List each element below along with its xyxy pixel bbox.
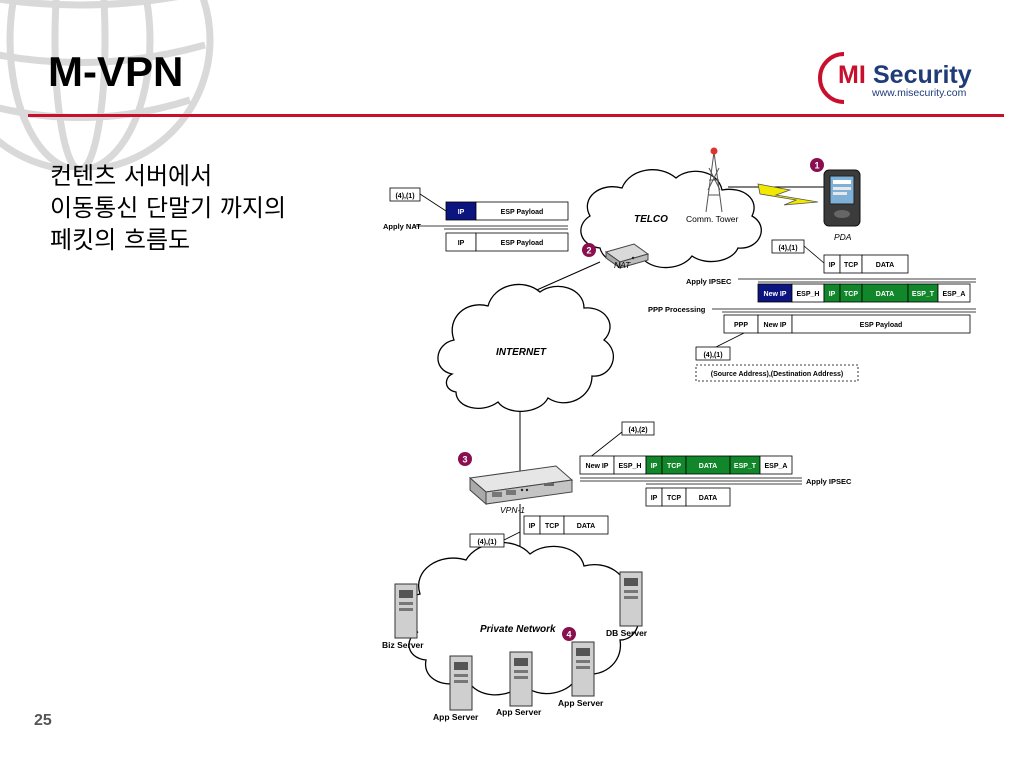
biz-server-icon	[394, 583, 418, 639]
app-server-icon	[571, 641, 595, 697]
esp-data-text: DATA	[876, 291, 894, 298]
internet-label: INTERNET	[496, 347, 547, 358]
vpn-esp-a-text: ESP_A	[765, 463, 788, 470]
logo-url: www.misecurity.com	[871, 87, 967, 99]
telco-cloud	[580, 169, 762, 269]
nat-packet-group: (4),(1) IP ESP Payload Apply NAT IP ESP …	[383, 187, 569, 252]
vpn-inner-data-text: DATA	[699, 495, 717, 502]
pda-data-text: DATA	[876, 262, 894, 269]
esp-ip-text: IP	[829, 291, 836, 298]
wireless-signal-icon	[757, 183, 819, 206]
apply-ipsec-label-bottom: Apply IPSEC	[806, 477, 852, 486]
app-server-icon	[509, 651, 533, 707]
slide-title: M-VPN	[48, 48, 184, 95]
vpn-tag-box	[621, 421, 655, 436]
step-2-label: 2	[586, 246, 591, 256]
company-logo: MI Security www.misecurity.com	[818, 50, 988, 110]
comm-tower-label: Comm. Tower	[686, 214, 738, 224]
nat-label: NAT	[614, 260, 631, 270]
comm-tower-icon	[705, 147, 723, 213]
nat-payload-cell-1	[475, 201, 569, 221]
biz-server-label: Biz Server	[382, 640, 424, 650]
nat-tag: (4),(1)	[395, 193, 414, 200]
priv-tcp-text: TCP	[545, 523, 559, 530]
title-divider	[28, 114, 1004, 117]
apply-ipsec-label-top: Apply IPSEC	[686, 277, 732, 286]
esp-newip-text: New IP	[764, 291, 787, 298]
vpn-data-text: DATA	[699, 463, 717, 470]
pda-ip-text: IP	[829, 262, 836, 269]
nat-ip-new-text: IP	[458, 209, 465, 216]
private-network-label: Private Network	[480, 624, 556, 635]
ppp-text: PPP	[734, 322, 748, 329]
app-server-label-2: App Server	[496, 707, 542, 717]
addr-note-box	[695, 364, 859, 382]
esp-h-text: ESP_H	[797, 291, 820, 298]
internet-cloud	[437, 283, 614, 413]
vpn-inner-tcp-text: TCP	[667, 495, 681, 502]
nat-router-icon	[604, 243, 650, 269]
app-server-label-1: App Server	[433, 712, 479, 722]
pda-packet-group: (4),(1) IP TCP DATA Apply IPSEC New IP E…	[648, 239, 976, 382]
slide-body-text: 컨텐츠 서버에서 이동통신 단말기 까지의 페킷의 흐름도	[50, 162, 287, 254]
step-4-label: 4	[566, 630, 571, 640]
addr-note: (Source Address),(Destination Address)	[711, 371, 844, 378]
nat-payload-text-1: ESP Payload	[501, 209, 544, 216]
pda-tcp-text: TCP	[844, 262, 858, 269]
app-server-label-3: App Server	[558, 698, 604, 708]
ppp-newip-text: New IP	[764, 322, 787, 329]
private-tag-box	[469, 533, 505, 548]
page-number: 25	[34, 712, 52, 729]
ppp-tag: (4),(1)	[703, 352, 722, 359]
esp-a-text: ESP_A	[943, 291, 966, 298]
ppp-payload-text: ESP Payload	[860, 322, 903, 329]
ppp-processing-label: PPP Processing	[648, 305, 706, 314]
logo-arc-icon	[818, 52, 845, 104]
step-3-marker: 3	[458, 452, 472, 466]
telco-label: TELCO	[634, 214, 668, 225]
apply-nat-label: Apply NAT	[383, 222, 421, 231]
vpn-gateway-icon	[468, 465, 574, 506]
nat-tag-box	[389, 187, 421, 202]
vpn-esp-t-text: ESP_T	[734, 463, 757, 470]
nat-ip-old-text: IP	[458, 240, 465, 247]
esp-t-text: ESP_T	[912, 291, 935, 298]
vpn-label: VPN-1	[500, 505, 525, 515]
vpn-packet-group: (4),(2) New IP ESP_H IP TCP DATA ESP_T E…	[579, 421, 852, 507]
vpn-newip-text: New IP	[586, 463, 609, 470]
esp-tcp-text: TCP	[844, 291, 858, 298]
step-1-marker: 1	[810, 158, 824, 172]
pda-tag: (4),(1)	[778, 245, 797, 252]
pda-label: PDA	[834, 232, 852, 242]
priv-ip-text: IP	[529, 523, 536, 530]
vpn-inner-ip-text: IP	[651, 495, 658, 502]
private-tag: (4),(1)	[477, 539, 496, 546]
step-3-label: 3	[462, 455, 467, 465]
nat-payload-cell-2	[475, 232, 569, 252]
step-4-marker: 4	[562, 627, 576, 641]
ppp-tag-box	[695, 346, 731, 361]
pda-icon	[823, 169, 861, 227]
globe-decoration	[0, 0, 214, 170]
step-2-marker: 2	[582, 243, 596, 257]
logo-mi: MI	[838, 61, 866, 89]
priv-data-text: DATA	[577, 523, 595, 530]
app-server-icon	[449, 655, 473, 711]
nat-internet-link	[529, 261, 601, 294]
vpn-tag: (4),(2)	[628, 427, 647, 434]
logo-security: Security	[873, 61, 972, 89]
private-packet-group: IP TCP DATA (4),(1)	[469, 515, 609, 548]
db-server-icon	[619, 571, 643, 627]
vpn-esp-h-text: ESP_H	[619, 463, 642, 470]
step-1-label: 1	[814, 161, 819, 171]
vpn-ip-text: IP	[651, 463, 658, 470]
db-server-label: DB Server	[606, 628, 648, 638]
vpn-tcp-text: TCP	[667, 463, 681, 470]
nat-payload-text-2: ESP Payload	[501, 240, 544, 247]
